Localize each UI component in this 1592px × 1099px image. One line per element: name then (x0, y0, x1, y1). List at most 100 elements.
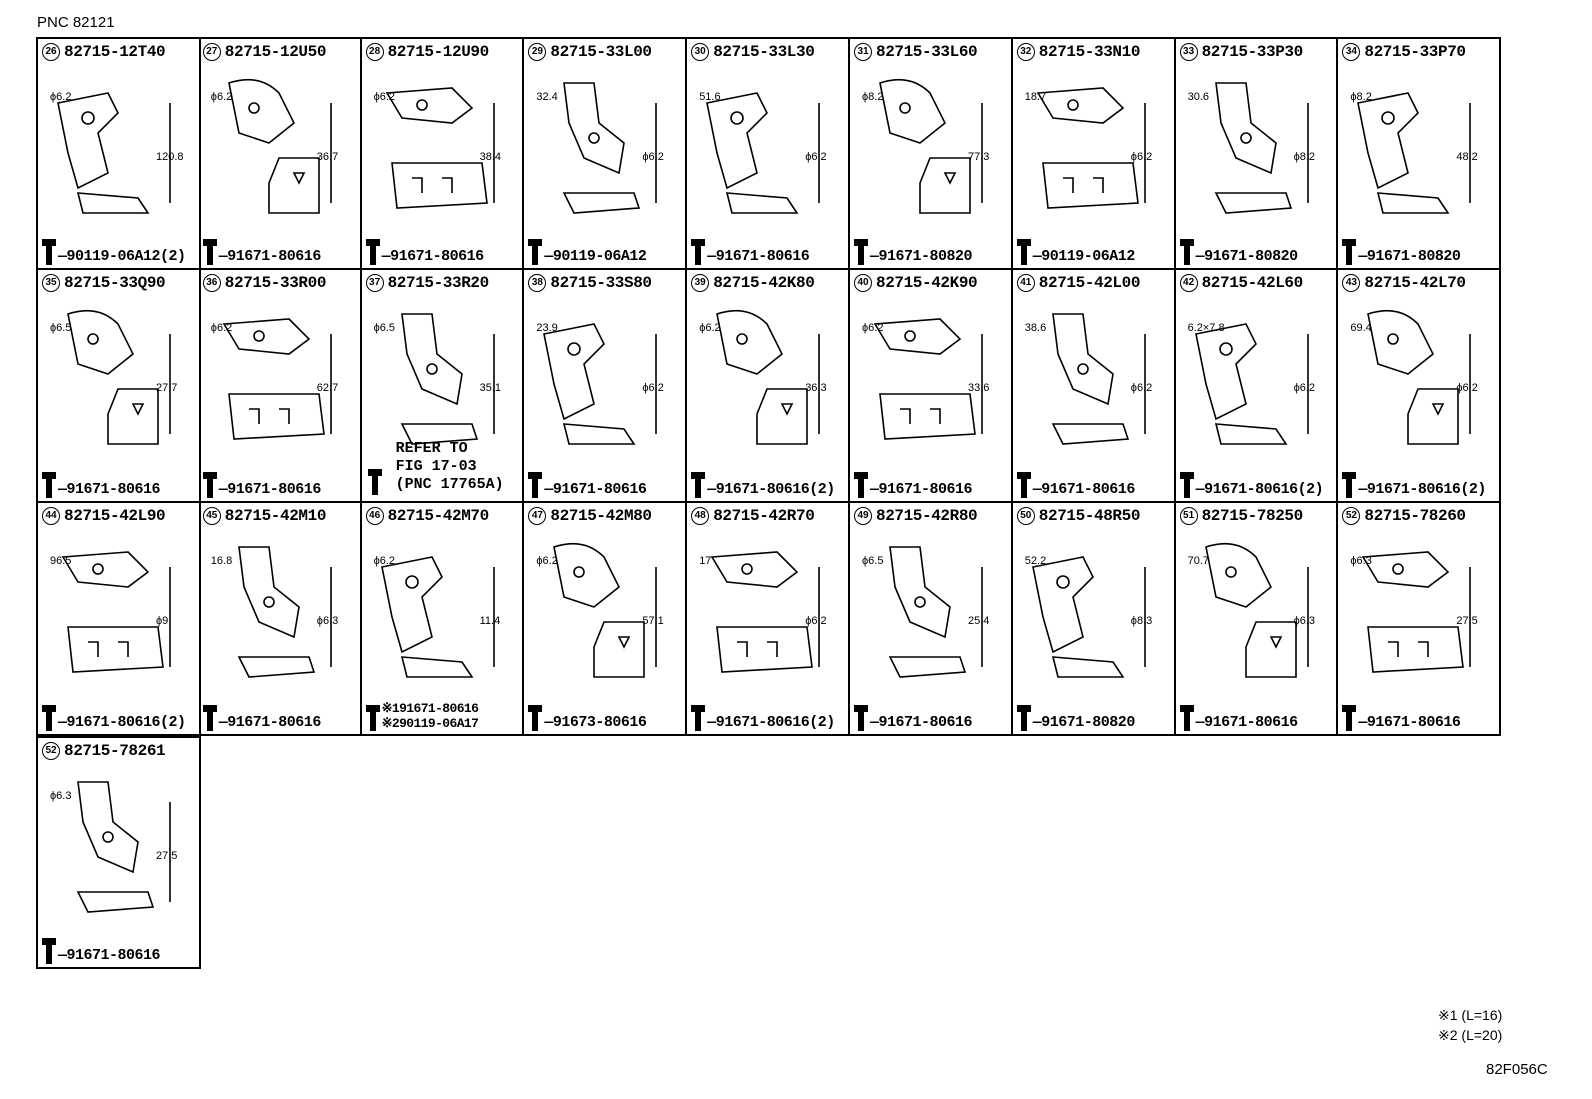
part-number: 82715-42L70 (1364, 274, 1466, 292)
bolt-icon (1016, 239, 1031, 265)
fastener-number: —91671-80616 (218, 481, 322, 498)
dimension-label: ϕ8.2 (1350, 91, 1372, 103)
dimension-label: ϕ6.5 (862, 555, 884, 567)
fastener-row: —91671-80820 (1342, 239, 1461, 265)
bracket-outline (716, 309, 808, 445)
ref-number-badge: 48 (691, 507, 710, 525)
dimension-label: ϕ6.2 (1456, 382, 1478, 394)
part-number: 82715-33S80 (550, 274, 652, 292)
fastener-row: —91671-80616 (528, 472, 647, 498)
dimension-label: ϕ8.2 (1293, 151, 1316, 163)
fastener-number: —90119-06A12 (544, 248, 647, 265)
bracket-outline (1036, 87, 1139, 209)
dimension-label: 35.1 (479, 382, 502, 394)
bolt-icon (365, 239, 380, 265)
dimension-label: ϕ6.2 (805, 615, 827, 627)
fastener-number: —91671-80616 (1358, 714, 1461, 731)
bracket-outline (61, 551, 164, 673)
part-number: 82715-42K90 (876, 274, 978, 292)
ref-number-badge: 51 (1179, 507, 1198, 525)
bracket-outline (1051, 313, 1129, 445)
dimension-label: ϕ6.5 (373, 322, 396, 334)
ref-number-badge: 42 (1179, 274, 1198, 292)
bracket-outline (1031, 556, 1125, 678)
bracket-outline (237, 546, 315, 678)
bracket-outline (1204, 542, 1297, 678)
dimension-label: 96.5 (50, 555, 72, 567)
part-number: 82715-42M10 (224, 507, 327, 525)
part-number: 82715-33L30 (713, 43, 815, 61)
bracket-outline (873, 318, 976, 440)
dimension-label: ϕ8.2 (862, 91, 884, 103)
bracket-drawing (1204, 542, 1309, 678)
dimension-label: 18.7 (1024, 91, 1047, 103)
ref-number-badge: 38 (528, 274, 547, 292)
bracket-drawing (1031, 556, 1146, 678)
fastener-number: —91671-80616(2) (707, 481, 835, 498)
footnote-2: ※2 (L=20) (1438, 1027, 1503, 1043)
fastener-row: —91671-80616(2) (1342, 472, 1486, 498)
bracket-drawing (710, 551, 820, 673)
dimension-label: ϕ6.2 (50, 91, 72, 103)
part-number: 82715-42R70 (713, 507, 815, 525)
bolt-icon (202, 705, 217, 731)
bolt-icon (528, 705, 543, 731)
bolt-icon (691, 239, 706, 265)
bracket-drawing (222, 318, 332, 440)
bolt-icon (528, 472, 543, 498)
bracket-drawing (716, 309, 820, 445)
dimension-label: 48.2 (1456, 151, 1478, 163)
bracket-outline (563, 82, 641, 214)
ref-number-badge: 26 (42, 43, 60, 61)
footnote-1: ※1 (L=16) (1438, 1007, 1503, 1023)
part-number: 82715-33L00 (550, 43, 652, 61)
bracket-drawing (67, 309, 171, 445)
fastener-number: —91671-80616(2) (1358, 481, 1486, 498)
dimension-label: ϕ6.3 (50, 790, 72, 802)
bolt-icon (1179, 705, 1194, 731)
fastener-row: —91671-80820 (1016, 705, 1135, 731)
bracket-drawing (1357, 92, 1472, 214)
dimension-label: 36.3 (805, 382, 827, 394)
part-number: 82715-42K80 (713, 274, 815, 292)
bolt-icon (1016, 705, 1031, 731)
bolt-icon (42, 705, 56, 731)
bracket-outline (879, 78, 971, 214)
bracket-drawing (563, 82, 658, 214)
fastener-number: —91671-80616(2) (58, 714, 186, 731)
ref-number-badge: 43 (1342, 274, 1361, 292)
bolt-icon (854, 239, 868, 265)
ref-number-badge: 40 (854, 274, 872, 292)
part-number: 82715-12U90 (387, 43, 490, 61)
dimension-label: 70.7 (1187, 555, 1210, 567)
dimension-label: 27.5 (156, 850, 178, 862)
fastener-row: —91671-80616 (42, 938, 161, 964)
fastener-number: —91671-80616 (870, 481, 973, 498)
bracket-outline (385, 87, 488, 209)
dimension-label: ϕ6.2 (210, 322, 233, 334)
fastener-row: —91671-80820 (1179, 239, 1299, 265)
ref-number-badge: 47 (528, 507, 547, 525)
fastener-number: —91671-80820 (1195, 248, 1299, 265)
dimension-label: 23.9 (536, 322, 558, 334)
dimension-label: 32.4 (536, 91, 558, 103)
dimension-label: ϕ6.2 (1130, 151, 1153, 163)
dimension-label: ϕ6.3 (1350, 555, 1372, 567)
